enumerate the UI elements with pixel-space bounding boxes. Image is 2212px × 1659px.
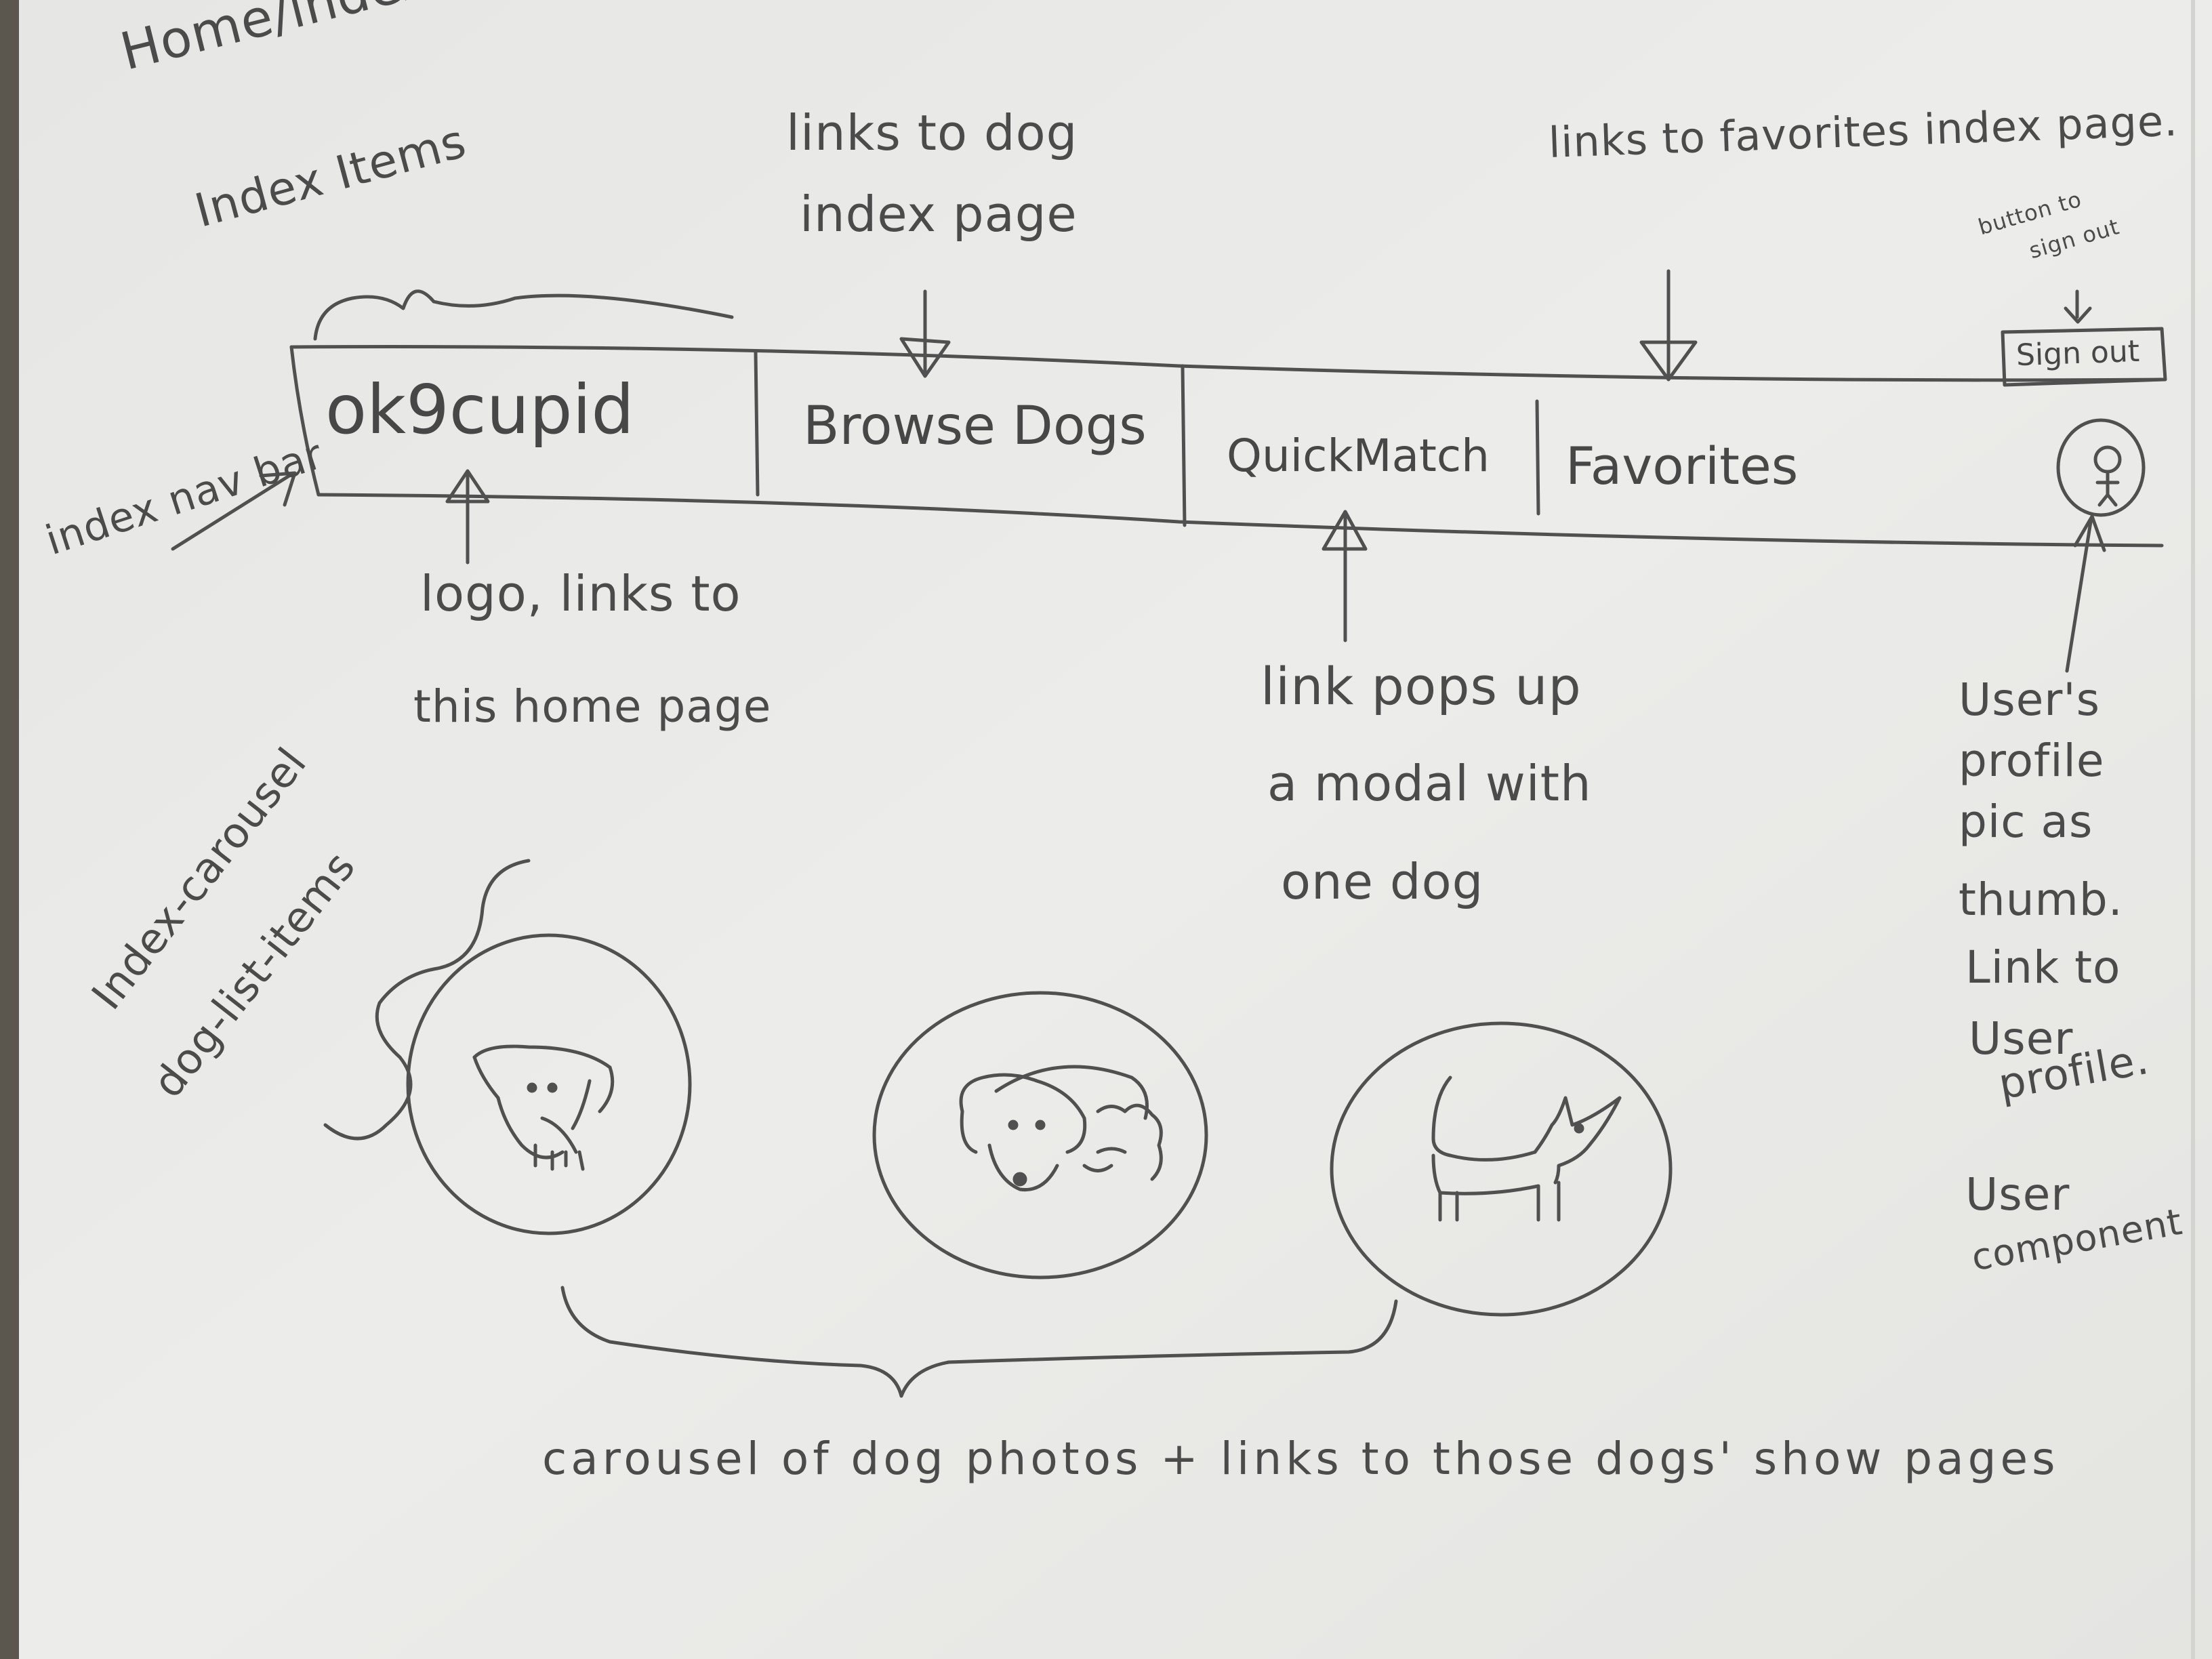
profile-note-line5: Link to bbox=[1965, 941, 2121, 994]
profile-note-line3: pic as bbox=[1959, 796, 2093, 848]
browse-dogs-link[interactable]: Browse Dogs bbox=[803, 396, 1147, 457]
carousel-dog-3[interactable] bbox=[1332, 1023, 1671, 1315]
profile-note-line4: thumb. bbox=[1959, 874, 2123, 926]
profile-arrow bbox=[2065, 520, 2093, 673]
quickmatch-link[interactable]: QuickMatch bbox=[1227, 430, 1490, 482]
user-component-line1: User bbox=[1965, 1168, 2070, 1221]
paper-sheet bbox=[19, 0, 2212, 1659]
carousel-items-brace bbox=[323, 859, 531, 1141]
profile-avatar-outline bbox=[2056, 418, 2146, 517]
carousel-caption: carousel of dog photos + links to those … bbox=[542, 1433, 2060, 1485]
index-items-brace bbox=[313, 289, 734, 341]
browse-note-line2: index page bbox=[800, 186, 1078, 243]
signout-box bbox=[2001, 327, 2167, 387]
carousel-dog-2[interactable] bbox=[874, 993, 1206, 1277]
quickmatch-note-line2: a modal with bbox=[1267, 755, 1592, 812]
dog-photo-2 bbox=[872, 991, 1208, 1279]
logo-note-line2: this home page bbox=[413, 680, 772, 733]
logo-note-line1: logo, links to bbox=[420, 565, 741, 622]
dog-photo-3 bbox=[1330, 1021, 1673, 1317]
browse-note-line1: links to dog bbox=[786, 104, 1078, 161]
quickmatch-note-line3: one dog bbox=[1281, 853, 1484, 910]
carousel-dog-1[interactable] bbox=[408, 935, 690, 1233]
carousel-brace bbox=[560, 1286, 1398, 1398]
profile-note-line2: profile bbox=[1959, 735, 2105, 787]
dog-drawing-3 bbox=[1431, 1076, 1622, 1222]
profile-avatar[interactable] bbox=[2058, 420, 2144, 515]
favorites-link[interactable]: Favorites bbox=[1565, 436, 1799, 496]
signout-button[interactable]: Sign out bbox=[2015, 333, 2140, 373]
quickmatch-note-line1: link pops up bbox=[1261, 656, 1582, 716]
dog-drawing-2 bbox=[959, 1065, 1163, 1192]
profile-note-line1: User's bbox=[1959, 674, 2100, 726]
nav-bar-outline bbox=[289, 345, 2164, 548]
dog-photo-1 bbox=[406, 933, 692, 1235]
profile-note-line6: User bbox=[1969, 1012, 2074, 1065]
navbar-arrow bbox=[171, 472, 293, 551]
dog-drawing-1 bbox=[472, 1044, 615, 1171]
logo-link[interactable]: ok9cupid bbox=[325, 370, 634, 449]
